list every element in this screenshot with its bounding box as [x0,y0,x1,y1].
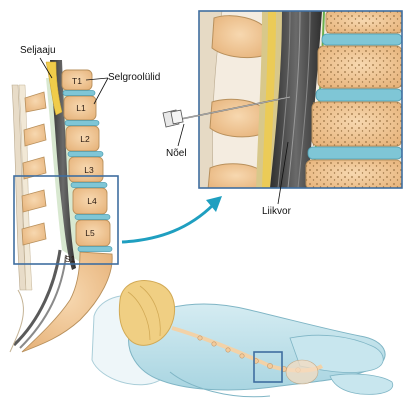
vertebra-label-l1: L1 [76,103,86,113]
zoom-frame-small [13,175,119,265]
spine-section [9,57,119,353]
spinous-processes [21,91,47,246]
vertebra-label-l2: L2 [80,134,90,144]
patient-figure [91,280,394,398]
vertebra-label-l4: L4 [87,196,97,206]
fluid-label: Liikvor [262,206,291,217]
vertebra-label-s1: S1 [64,254,76,264]
hair [118,280,176,346]
vertebral-bodies [21,69,113,353]
vertebra-label-l5: L5 [85,228,95,238]
vertebra-label-l3: L3 [84,165,94,175]
spinal-cord-label: Seljaaju [20,45,56,56]
vertebrae-label: Selgroolülid [108,72,161,83]
needle [162,96,291,128]
zoom-frame-large [198,10,403,189]
intervertebral-discs [62,90,113,252]
zoom-arrow [121,196,222,244]
vertebra-label-t1: T1 [72,76,82,86]
needle-label: Nõel [166,148,187,159]
puncture-site-frame [253,351,283,383]
zoom-detail [162,10,403,205]
